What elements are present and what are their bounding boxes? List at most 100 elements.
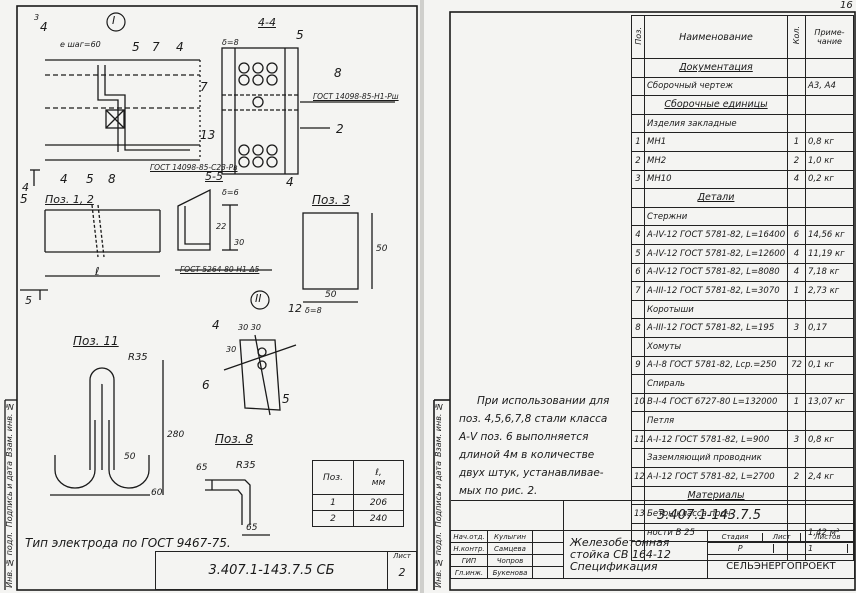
spec-cell-name: А-I-8 ГОСТ 5781-82, Lср.=250 (644, 355, 788, 376)
dim-r35-plate: R35 (236, 460, 256, 471)
specification-table: Поз. Наименование Кол. Приме-чание Докум… (631, 15, 854, 562)
spec-cell-name: Коротыши (644, 299, 788, 320)
right-frame-linework (433, 11, 856, 591)
spec-cell-note (805, 95, 854, 115)
length-table-header-l: ℓ,мм (353, 460, 404, 495)
spec-cell-qty (787, 411, 806, 431)
spec-cell-name: Бетон класса проч- (644, 504, 788, 524)
spec-cell-pos: 10 (631, 392, 645, 413)
callout-4c: 4 (60, 172, 68, 186)
spec-cell-qty: 72 (787, 355, 806, 376)
spec-cell-note (805, 188, 854, 208)
signer-name: Букенова (487, 566, 533, 579)
spec-cell-name: Спираль (644, 374, 788, 394)
right-side-strip: Инв. № подл. Подпись и дата Взам. инв. № (434, 400, 450, 590)
spec-cell-name: Сборочный чертеж (644, 76, 788, 97)
spec-cell-pos: 8 (631, 318, 645, 338)
callout-3-small: 3 (34, 13, 40, 22)
spec-row: Спираль (631, 374, 854, 394)
spec-cell-pos: 2 (631, 150, 645, 171)
left-strip-vzam: Взам. инв. № (5, 402, 14, 458)
spec-cell-name: А-III-12 ГОСТ 5781-82, L=3070 (644, 281, 788, 301)
spec-cell-note: А3, А4 (805, 76, 854, 97)
signer-role: Нач.отд. (450, 530, 488, 543)
spec-cell-qty (787, 58, 806, 78)
dim-30b: 30 (226, 345, 237, 354)
spec-cell-pos: 11 (631, 429, 645, 450)
dim-thickness-6: δ=6 (222, 188, 239, 197)
spec-row: Заземляющий проводник (631, 448, 854, 469)
dim-l: ℓ (95, 265, 100, 278)
callout-5f: 5 (282, 392, 290, 406)
spec-cell-note (805, 411, 854, 431)
spec-cell-pos: 1 (631, 132, 645, 152)
dim-thickness-8: δ=8 (222, 38, 239, 47)
spec-cell-name: Материалы (644, 485, 788, 506)
steel-usage-note: При использовании для поз. 4,5,6,7,8 ста… (459, 392, 649, 500)
left-sheet-label: Лист (393, 552, 411, 560)
spec-cell-qty: 3 (787, 429, 806, 450)
spec-cell-qty (787, 374, 806, 394)
spec-cell-name: В-I-4 ГОСТ 6727-80 L=132000 (644, 392, 788, 413)
signer-name: Чопров (487, 554, 533, 567)
spec-cell-name: А-IV-12 ГОСТ 5781-82, L=12600 (644, 243, 788, 264)
spec-header-note: Приме-чание (805, 15, 854, 59)
right-strip-inv: Инв. № подл. (434, 531, 443, 588)
left-drawing-linework (4, 5, 418, 591)
section-5-5-label: 5-5 (205, 170, 223, 183)
spec-cell-pos (631, 113, 645, 134)
signer-role: Гл.инж. (450, 566, 488, 579)
left-sheet-no: 2 (398, 566, 406, 579)
spec-row: Изделия закладные (631, 113, 854, 134)
note-line: А-V поз. 6 выполняется (459, 431, 589, 443)
section-4-4-label: 4-4 (258, 16, 276, 29)
spec-row: Стержни (631, 206, 854, 227)
spec-cell-pos: 6 (631, 262, 645, 283)
spec-cell-qty: 4 (787, 169, 806, 190)
callout-7: 7 (152, 40, 160, 54)
spec-cell-pos (631, 374, 645, 394)
spec-cell-pos (631, 299, 645, 320)
spec-cell-note (805, 448, 854, 469)
spec-cell-qty: 6 (787, 225, 806, 245)
dim-50-plate-w: 50 (325, 290, 337, 300)
spec-row: Сборочный чертеж А3, А4 (631, 76, 854, 97)
spec-cell-note (805, 485, 854, 506)
spec-cell-name: Сборочные единицы (644, 95, 788, 115)
spec-cell-qty (787, 95, 806, 115)
spec-cell-pos: 3 (631, 169, 645, 190)
note-line: длиной 4м в количестве (459, 449, 595, 461)
length-row-pos: 2 (312, 510, 354, 527)
length-table: Поз. ℓ,мм 1 206 2 240 (312, 460, 404, 527)
spec-cell-note: 0,8 кг (805, 132, 854, 152)
callout-4: 4 (40, 20, 48, 34)
gost-note-3: ГОСТ 5264-80-Н1-Δ5 (180, 265, 260, 274)
callout-4e: 4 (212, 318, 220, 332)
length-row-value: 206 (353, 494, 404, 511)
detail-i-marker: I (112, 14, 116, 27)
callout-5: 5 (132, 40, 140, 54)
spec-row: Детали (631, 188, 854, 208)
spec-cell-note: 13,07 кг (805, 392, 854, 413)
spec-cell-qty: 1 (787, 392, 806, 413)
callout-6: 6 (202, 378, 210, 392)
dim-50-plate-h: 50 (376, 244, 388, 254)
spec-cell-qty (787, 541, 806, 562)
spec-cell-note (805, 113, 854, 134)
callout-13: 13 (200, 128, 216, 142)
spec-cell-name: Стержни (644, 206, 788, 227)
callout-5e: 5 (20, 192, 28, 206)
spec-cell-pos (631, 95, 645, 115)
signer-name: Кулыгин (487, 530, 533, 543)
spec-cell-name: А-I-12 ГОСТ 5781-82, L=900 (644, 429, 788, 450)
left-side-strip: Инв. № подл. Подпись и дата Взам. инв. № (5, 400, 17, 590)
spec-cell-pos: 13 (631, 504, 645, 524)
spec-cell-qty (787, 206, 806, 227)
spec-cell-pos (631, 206, 645, 227)
spec-cell-name: ности В 25 (644, 522, 788, 543)
spec-cell-qty: 2 (787, 150, 806, 171)
